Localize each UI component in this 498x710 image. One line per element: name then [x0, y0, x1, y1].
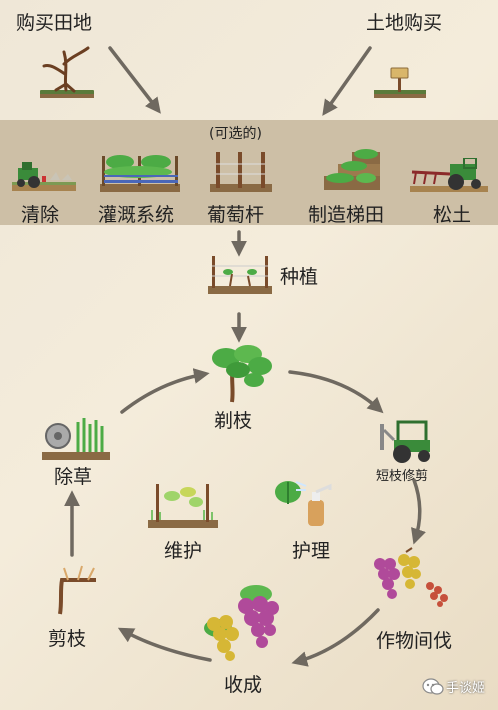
short-prune-label: 短枝修剪 [376, 469, 429, 484]
buy-land-label: 土地购买 [366, 12, 443, 34]
terraces-icon [324, 149, 380, 190]
weed-label: 除草 [54, 466, 93, 488]
thin-label: 作物间伐 [376, 630, 453, 652]
arrow-harvest-to-prune [117, 627, 212, 662]
wechat-icon [422, 678, 444, 695]
spray-bottle-icon [275, 481, 332, 526]
clearing-tractor-icon [12, 162, 76, 191]
grape-vine-icon [212, 345, 272, 403]
irrigation-icon [100, 155, 180, 192]
pruning-tractor-icon [380, 420, 430, 463]
harvest-label: 收成 [224, 674, 263, 696]
arrow-buy-land [322, 46, 372, 116]
plant-label: 种植 [280, 266, 319, 288]
vine-maintenance-icon [148, 484, 218, 528]
grape-thinning-icon [374, 547, 448, 607]
prep-step-terraces: 制造梯田 [308, 204, 385, 226]
buy-field-label: 购买田地 [16, 12, 93, 34]
prep-step-irrigation: 灌溉系统 [98, 204, 175, 226]
arrow-buy-field [108, 46, 161, 114]
prep-step-trellis: 葡萄杆 [207, 204, 265, 226]
arrow-short-prune-to-thin [411, 478, 426, 545]
land-sign-icon [374, 67, 426, 98]
watermark: 手谈姬 [422, 676, 490, 698]
grape-harvest-icon [204, 585, 279, 661]
bare-vine-icon [58, 565, 96, 615]
arrow-cut-to-short-prune [288, 370, 384, 414]
uprooted-vine-icon [40, 46, 94, 98]
prep-step-clear: 清除 [21, 204, 60, 226]
maintain-label: 维护 [164, 540, 203, 562]
optional-label: (可选的) [209, 126, 262, 142]
arrow-thin-to-harvest [291, 608, 380, 667]
watermark-text: 手谈姬 [446, 681, 486, 696]
plough-tractor-icon [410, 158, 488, 192]
arrow-weed-to-cut [120, 368, 210, 414]
care-label: 护理 [292, 540, 331, 562]
planting-icon [208, 256, 272, 294]
prep-step-loosen-soil: 松土 [433, 204, 472, 226]
trellis-posts-icon [210, 152, 272, 192]
prune-label: 剪枝 [48, 628, 87, 650]
weeding-icon [42, 418, 110, 460]
cut-label: 剃枝 [214, 410, 253, 432]
